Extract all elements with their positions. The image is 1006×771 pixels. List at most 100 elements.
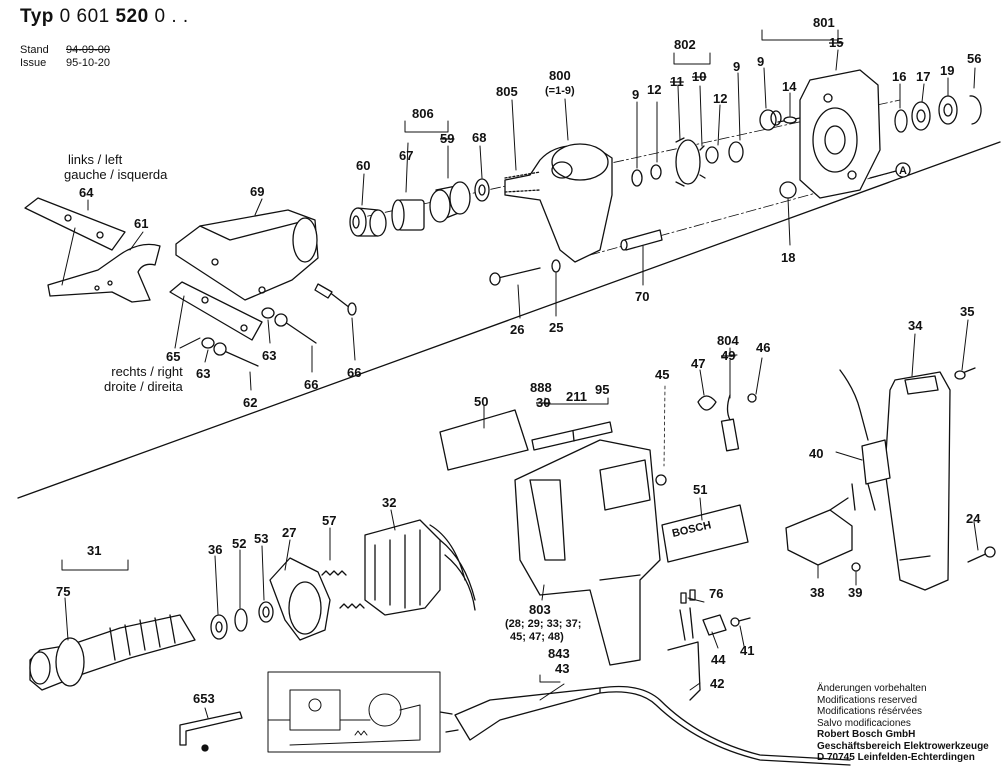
screw-35 [954,367,976,380]
part-34: 34 [908,318,923,333]
part-95: 95 [595,382,609,397]
cable-terminals-76 [680,589,696,604]
part-46: 46 [756,340,770,355]
part-49: 49 [721,348,735,363]
part-63-right: 63 [262,348,276,363]
part-57: 57 [322,513,336,528]
screw-24 [967,546,996,563]
part-50: 50 [474,394,488,409]
bearing-17 [911,101,931,131]
part-27: 27 [282,525,296,540]
part-18: 18 [781,250,795,265]
type-header: Typ 0 601 520 0 . . [20,6,189,28]
part-14: 14 [782,79,797,94]
part-60: 60 [356,158,370,173]
ring-56 [969,95,982,125]
part-803-note-2: 45; 47; 48) [510,631,564,643]
screw-66-upper [314,283,357,316]
screw-66-lower [274,313,317,344]
part-31: 31 [87,543,101,558]
part-a-marker: A [899,165,907,177]
part-803-note-1: (28; 29; 33; 37; [505,618,581,630]
screw-62 [213,342,259,367]
bearing-60 [349,207,387,237]
part-56: 56 [967,51,981,66]
divider-line [17,141,1001,499]
part-68: 68 [472,130,486,145]
part-53: 53 [254,531,268,546]
nameplate-51 [661,504,749,563]
motor-housing-803 [514,439,661,666]
part-800-note: (=1-9) [545,85,575,97]
pin-14 [777,116,801,124]
part-47: 47 [691,356,705,371]
brush-holder-47 [697,395,717,411]
label-strips-888 [531,421,613,451]
gear-cover-801 [799,69,881,199]
screw-45 [655,385,667,486]
part-12-right: 12 [713,91,727,106]
hex-key-653 [179,711,243,752]
bearing-36 [210,614,228,640]
footer-notes: Änderungen vorbehalten Modifications res… [817,683,989,763]
leader-lines-lower [61,319,979,719]
gear-assembly-802 [631,137,744,187]
part-42: 42 [710,676,724,691]
wiring-diagram [267,671,441,753]
part-35: 35 [960,304,974,319]
part-40: 40 [809,446,823,461]
handle-shell-34 [884,371,951,591]
washer-68 [474,178,490,202]
part-67: 67 [399,148,413,163]
capacitor-40 [839,369,891,511]
part-843: 843 [548,646,570,661]
washer-52 [234,608,248,632]
bearing-19 [938,95,958,125]
part-9-top: 9 [757,54,764,69]
part-52: 52 [232,536,246,551]
part-26: 26 [510,322,524,337]
springs-57 [321,570,365,609]
part-653: 653 [193,691,215,706]
part-25: 25 [549,320,563,335]
gear-housing-800 [504,143,613,263]
pin-63-right [261,307,275,319]
left-side-label: links / left gauche / isquerda [64,152,168,182]
part-11: 11 [670,74,684,89]
carbon-brush-49 [720,394,740,452]
part-76: 76 [709,586,723,601]
stand-value: 94-09-00 [66,44,111,56]
part-9-left: 9 [632,87,639,102]
right-side-label: rechts / right droite / direita [104,364,183,394]
part-30: 30 [536,395,550,410]
screw-46 [747,393,757,403]
washer-25 [551,259,561,273]
washer-16 [894,109,908,133]
label-sheet-50 [439,409,529,471]
part-65: 65 [166,349,180,364]
switch-38 [785,497,853,566]
part-17: 17 [916,69,930,84]
issue-value: 95-10-20 [66,57,111,69]
part-59: 59 [440,131,454,146]
screw-41 [730,617,751,627]
ring-53 [258,601,274,623]
power-cable-42 [599,607,851,766]
leader-lines [61,29,976,391]
part-804: 804 [717,333,739,348]
pin-63-left [201,337,215,349]
bush-18 [779,181,797,199]
plug-43 [439,687,601,741]
tube-70 [620,229,663,251]
field-coil-32 [364,519,476,616]
part-802: 802 [674,37,696,52]
part-801: 801 [813,15,835,30]
part-69: 69 [250,184,264,199]
fork-61 [47,243,161,303]
part-10: 10 [692,69,706,84]
part-38: 38 [810,585,824,600]
part-70: 70 [635,289,649,304]
part-12-left: 12 [647,82,661,97]
part-15: 15 [829,35,843,50]
